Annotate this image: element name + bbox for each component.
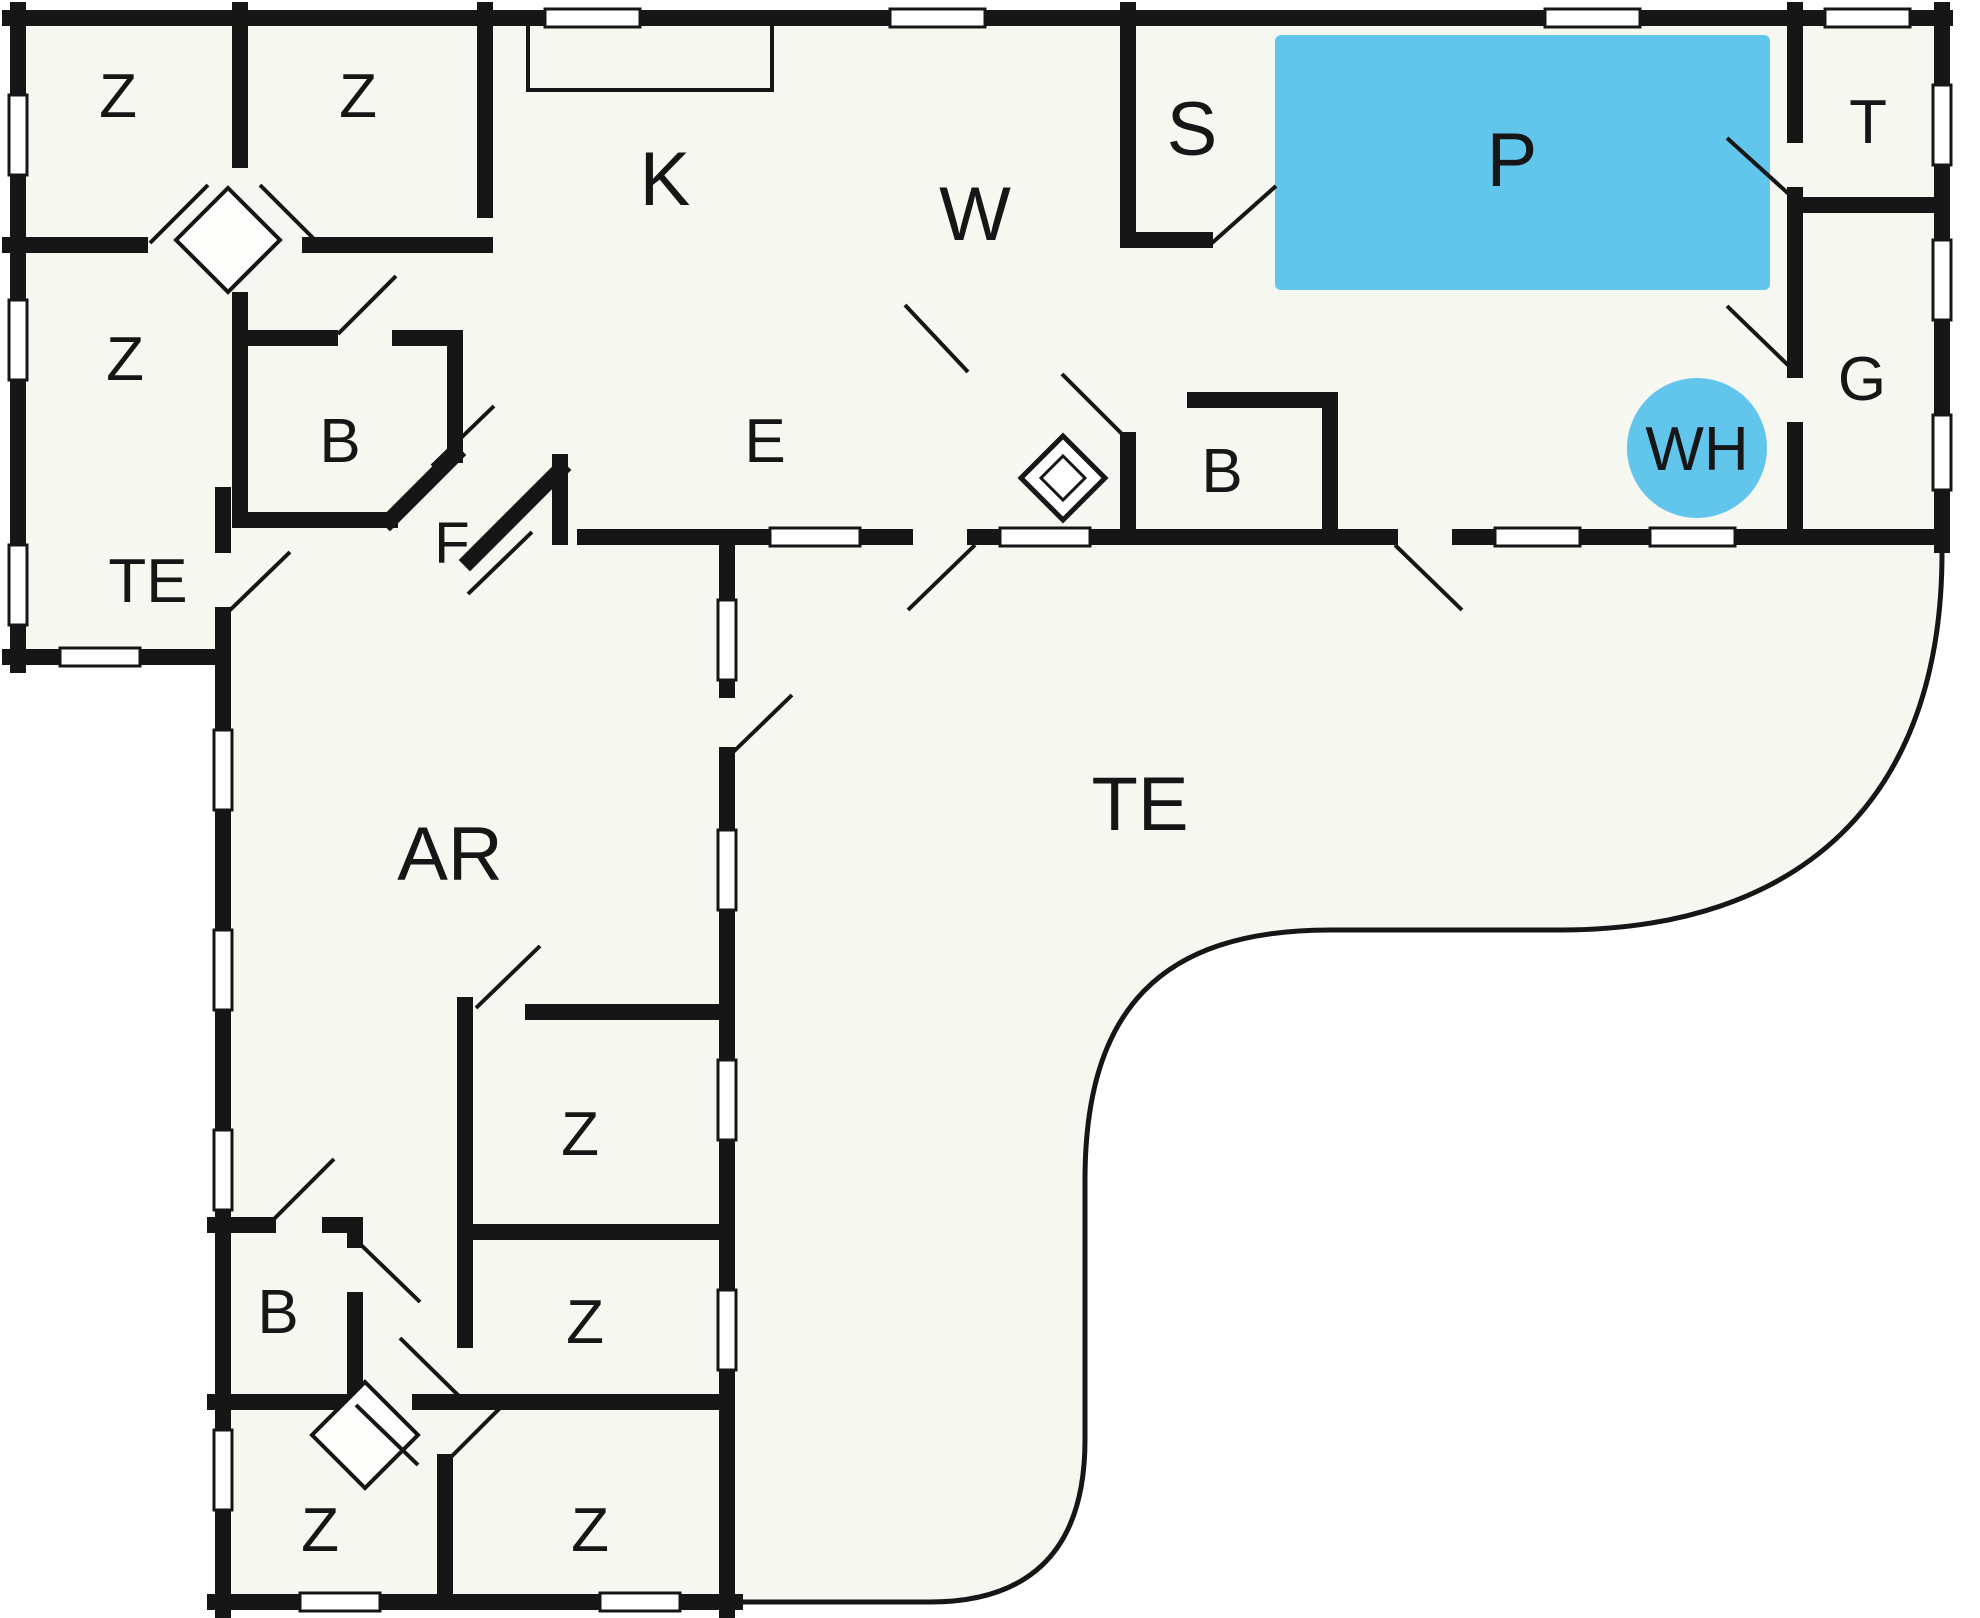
door-swing [270, 1157, 336, 1223]
room-label-p: P [1487, 118, 1538, 203]
room-label-z1: Z [99, 62, 137, 131]
window [1931, 238, 1953, 322]
windows [7, 7, 1953, 1613]
window [888, 7, 987, 29]
kitchen-counter-line [526, 12, 774, 92]
window [212, 928, 234, 1012]
window [298, 1591, 382, 1613]
window [212, 1428, 234, 1512]
window [998, 526, 1092, 548]
room-label-ar: AR [397, 812, 503, 897]
room-label-z5: Z [566, 1288, 604, 1357]
room-label-te-main: TE [1091, 762, 1188, 847]
room-label-b2: B [1201, 437, 1242, 506]
window [1931, 413, 1953, 492]
door-swing [906, 543, 977, 612]
door-swing [356, 1240, 422, 1304]
window [7, 298, 29, 382]
room-label-b3: B [257, 1278, 298, 1347]
room-label-z7: Z [571, 1496, 609, 1565]
hall-diamond-bottom [309, 1379, 421, 1491]
window [1648, 526, 1737, 548]
room-label-t: T [1849, 88, 1887, 157]
floor-left-wing [215, 490, 735, 1610]
window [716, 1288, 738, 1372]
window [1823, 7, 1912, 29]
room-label-b1: B [319, 407, 360, 476]
door-swing [1210, 184, 1278, 245]
door-swing [354, 1403, 420, 1467]
window [1931, 83, 1953, 167]
window [7, 93, 29, 177]
terrace-boundary-line [735, 552, 1945, 1605]
window [212, 728, 234, 812]
room-labels: Z Z Z B TE F K E W S P T G WH B AR TE Z … [99, 62, 1887, 1565]
pool [1275, 35, 1770, 290]
room-label-z3: Z [106, 325, 144, 394]
window [768, 526, 862, 548]
window [1493, 526, 1582, 548]
door-swing [1725, 136, 1793, 198]
window [7, 543, 29, 627]
room-label-z4: Z [561, 1100, 599, 1169]
window [716, 828, 738, 912]
door-swing [1725, 304, 1793, 370]
room-label-z2: Z [339, 62, 377, 131]
doors [148, 136, 1793, 1467]
door-swing [398, 1336, 463, 1400]
door-swing [258, 183, 320, 245]
door-swing [225, 550, 292, 615]
window [716, 1058, 738, 1142]
room-label-wh: WH [1645, 415, 1748, 484]
window [1543, 7, 1642, 29]
room-label-w: W [939, 172, 1011, 257]
door-swing [903, 303, 970, 374]
room-label-k: K [640, 137, 691, 222]
window [543, 7, 642, 29]
floor-terrace-main [735, 545, 1942, 1602]
door-swing [466, 530, 534, 596]
fireplace-inner [1038, 453, 1088, 503]
interior-walls [2, 2, 1950, 1610]
room-label-e: E [744, 407, 785, 476]
window [58, 646, 142, 668]
window [598, 1591, 682, 1613]
floor-terrace-left [10, 490, 215, 665]
door-swing [725, 693, 794, 760]
hall-diamond-top [173, 185, 283, 295]
room-label-f: F [434, 511, 469, 576]
door-swing [446, 1398, 510, 1462]
door-swing [1060, 372, 1128, 440]
room-label-te-left: TE [108, 547, 187, 616]
room-label-g: G [1838, 345, 1886, 414]
door-swing [474, 944, 542, 1010]
window [212, 1128, 234, 1212]
door-swing [1393, 543, 1464, 612]
door-swing [430, 404, 496, 468]
room-label-s: S [1167, 87, 1218, 172]
whirlpool [1627, 378, 1767, 518]
window [716, 598, 738, 682]
door-swing [148, 183, 210, 245]
door-swing [336, 274, 398, 336]
fireplace-icon [1017, 432, 1109, 524]
room-label-z6: Z [301, 1496, 339, 1565]
